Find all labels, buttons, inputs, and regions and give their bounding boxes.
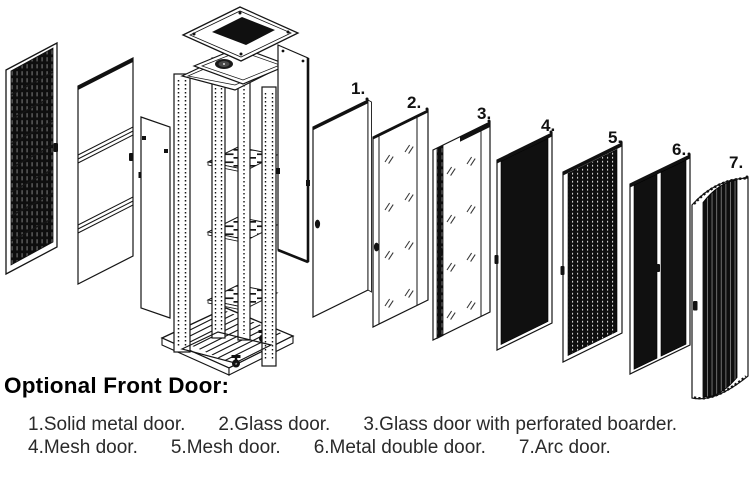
rear-door-band-lines: [10, 71, 54, 242]
rear-perforated-door: [5, 41, 58, 276]
door-1-solid-metal: [312, 97, 372, 318]
caption-door-7: 7.Arc door.: [518, 437, 611, 458]
door-handle: [494, 255, 499, 264]
door-4-label: 4.: [541, 116, 555, 135]
caption-door-2: 2.Glass door.: [218, 414, 331, 435]
panel-latch: [129, 153, 133, 161]
door-5-mesh: [560, 140, 623, 363]
side-panel-right: [276, 44, 310, 264]
door-handle: [373, 242, 380, 252]
door-3-label: 3.: [477, 104, 491, 123]
door-7-arc: [691, 175, 749, 400]
caption-door-1: 1.Solid metal door.: [28, 414, 186, 435]
door-handle: [53, 143, 58, 152]
frame-posts: [173, 57, 277, 367]
caption-door-4: 4.Mesh door.: [28, 437, 138, 458]
door-handle: [438, 248, 443, 256]
door-handle: [693, 301, 698, 311]
side-panel-rear-narrow: [138, 116, 171, 319]
top-vent: [212, 17, 275, 45]
rack-frame: [160, 6, 300, 376]
door-handle: [560, 266, 565, 275]
door-2-glass: [372, 107, 429, 328]
caption-line-1: 1.Solid metal door. 2.Glass door. 3.Glass …: [28, 414, 710, 436]
door-5-label: 5.: [608, 128, 622, 147]
side-panel-left: [77, 57, 134, 285]
door-4-mesh: [494, 130, 553, 351]
caption-door-3: 3.Glass door with perforated boarder.: [363, 414, 678, 435]
door-3-glass-perforated-border: [432, 119, 491, 341]
door-6-metal-double: [629, 152, 691, 375]
door-handle: [314, 219, 321, 229]
frame-bottom-ring: [180, 331, 273, 364]
exploded-rack-diagram: 1. 2. 3. 4. 5. 6. 7.: [5, 6, 749, 400]
door-2-label: 2.: [407, 93, 421, 112]
door-handle: [656, 264, 660, 272]
caption-door-5: 5.Mesh door.: [170, 437, 281, 458]
door-6-label: 6.: [672, 140, 686, 159]
door-7-label: 7.: [729, 153, 743, 172]
page-title: Optional Front Door:: [4, 373, 230, 398]
door-1-label: 1.: [351, 79, 365, 98]
top-cover: [181, 6, 300, 62]
caption-line-2: 4.Mesh door. 5.Mesh door. 6.Metal double d…: [28, 437, 644, 459]
caption-door-6: 6.Metal double door.: [313, 437, 486, 458]
